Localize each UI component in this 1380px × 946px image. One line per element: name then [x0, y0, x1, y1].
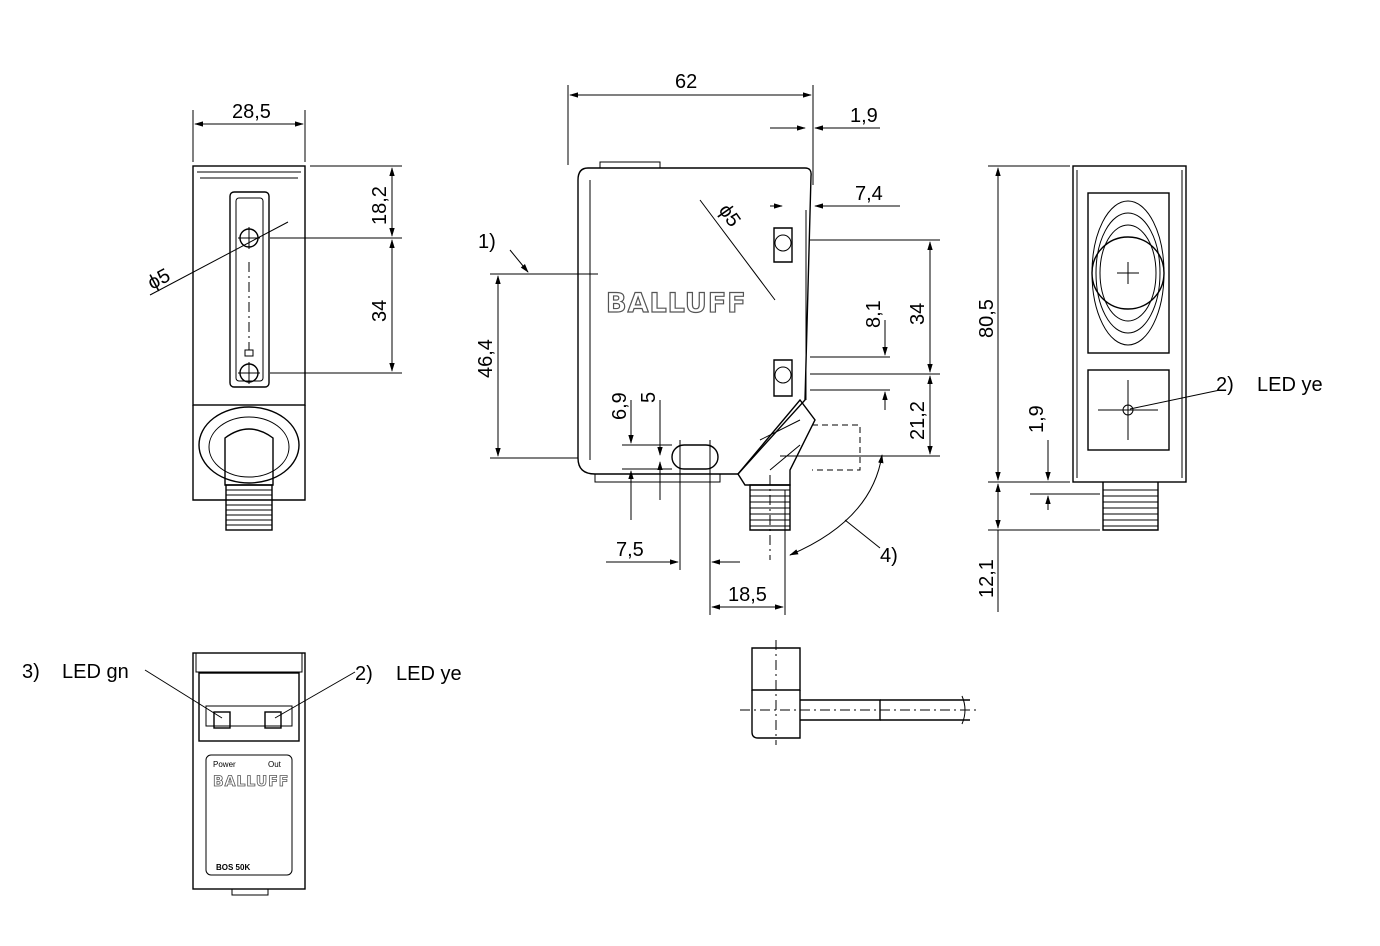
dim-side-width: 62: [675, 71, 697, 93]
dim-side-5: 5: [638, 392, 660, 403]
dim-side-8-1: 8,1: [863, 300, 885, 328]
callout-3: 3): [22, 661, 40, 683]
dim-side-18-5: 18,5: [728, 584, 767, 606]
dim-front-hole-dia: ϕ5: [144, 265, 174, 295]
model-label: BOS 50K: [216, 863, 250, 872]
side-view: BALLUFF 4) 62 1,9 7,4 ϕ5 34: [475, 71, 940, 615]
front-view: 28,5 18,2 34 ϕ5: [144, 101, 402, 531]
dim-back-1-9: 1,9: [1026, 405, 1048, 433]
top-logo: BALLUFF: [213, 774, 289, 790]
led-ye-right: LED ye: [1257, 374, 1323, 396]
callout-4: 4): [880, 545, 898, 567]
dim-side-7-5: 7,5: [616, 539, 644, 561]
label-power: Power: [213, 760, 236, 769]
back-view: 2) LED ye 80,5 1,9 12,1: [976, 165, 1323, 612]
dim-side-spacing: 34: [907, 303, 929, 325]
dim-side-hole-dia: ϕ5: [714, 200, 745, 231]
side-logo: BALLUFF: [606, 288, 747, 319]
dim-side-6-9: 6,9: [609, 392, 631, 420]
dim-side-offset2: 7,4: [855, 183, 883, 205]
callout-1: 1): [478, 231, 496, 253]
angled-connector-view: [740, 640, 980, 745]
callout-2-right: 2): [1216, 374, 1234, 396]
callout-2-bottom: 2): [355, 663, 373, 685]
dim-side-height: 46,4: [475, 339, 497, 378]
dim-front-top: 18,2: [369, 186, 391, 225]
top-view: Power Out BALLUFF BOS 50K 3) LED gn 2) L…: [22, 652, 462, 896]
led-gn: LED gn: [62, 661, 129, 683]
led-ye-bottom: LED ye: [396, 663, 462, 685]
dim-side-21-2: 21,2: [907, 401, 929, 440]
dim-side-offset: 1,9: [850, 105, 878, 127]
dim-front-width: 28,5: [232, 101, 271, 123]
dim-front-spacing: 34: [369, 300, 391, 322]
label-out: Out: [268, 760, 282, 769]
dim-back-12-1: 12,1: [976, 559, 998, 598]
dim-back-height: 80,5: [976, 299, 998, 338]
